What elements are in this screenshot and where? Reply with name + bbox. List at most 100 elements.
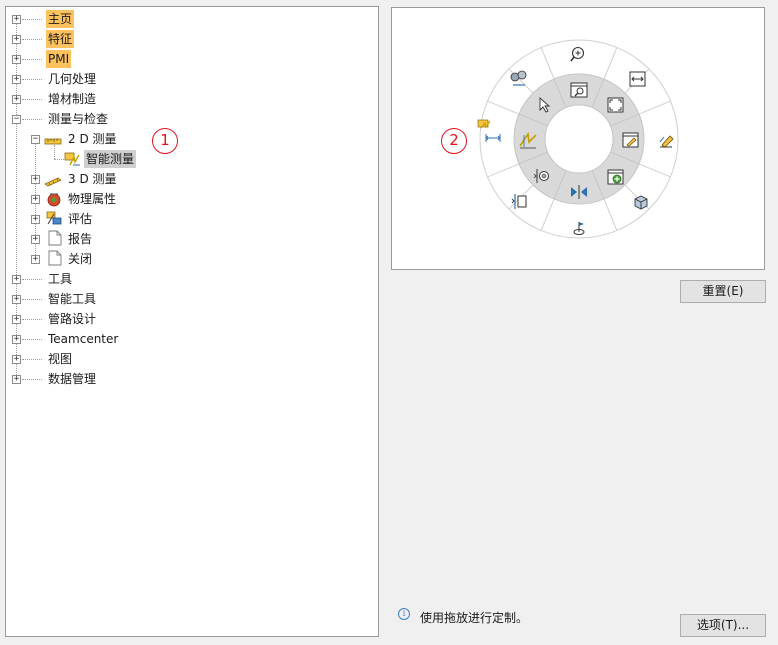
edit-view-icon[interactable] bbox=[622, 132, 639, 148]
expand-icon[interactable]: + bbox=[12, 374, 21, 384]
radial-menu[interactable] bbox=[392, 8, 764, 269]
expand-icon[interactable]: + bbox=[12, 274, 21, 284]
fit-view-icon[interactable] bbox=[607, 97, 624, 113]
radial-menu-preview[interactable] bbox=[391, 7, 765, 270]
options-button[interactable]: 选项(T)... bbox=[680, 614, 766, 637]
sketch-edit-icon[interactable] bbox=[659, 135, 674, 148]
expand-icon[interactable]: + bbox=[31, 234, 40, 244]
collapse-icon[interactable]: − bbox=[31, 134, 40, 144]
tree-connector bbox=[22, 319, 42, 320]
tree-item-label: 主页 bbox=[46, 10, 75, 28]
tree-item-additive[interactable]: + 增材制造 bbox=[6, 89, 376, 109]
expand-icon[interactable]: + bbox=[31, 174, 40, 184]
tree-item-label: 报告 bbox=[68, 232, 93, 246]
tree-item-label: 智能工具 bbox=[48, 292, 97, 306]
tree-item-label: 视图 bbox=[48, 352, 73, 366]
tree-connector bbox=[54, 159, 64, 160]
document-icon bbox=[48, 250, 62, 266]
reset-button[interactable]: 重置(E) bbox=[680, 280, 766, 303]
split-body-icon[interactable] bbox=[511, 194, 527, 209]
tree-item-label: 3 D 测量 bbox=[68, 172, 117, 186]
tree-item-physical[interactable]: + 物理属性 bbox=[6, 189, 376, 209]
tree-item-label: 评估 bbox=[68, 212, 93, 226]
ribbon-tree-panel[interactable]: + 主页 + 特征 + PMI + 几何处理 + 增材制造 − 测量与检查 − bbox=[5, 6, 379, 637]
frame-icon[interactable] bbox=[629, 71, 646, 87]
document-icon bbox=[48, 230, 62, 246]
tree-connector bbox=[22, 19, 42, 20]
select-arrow-icon[interactable] bbox=[539, 96, 551, 113]
smart-measure-icon bbox=[64, 152, 80, 166]
expand-icon[interactable]: + bbox=[12, 314, 21, 324]
tree-item-label: 管路设计 bbox=[48, 312, 97, 326]
tree-item-label: PMI bbox=[46, 50, 72, 68]
mass-properties-icon bbox=[47, 193, 61, 207]
tree-item-pmi[interactable]: + PMI bbox=[6, 49, 376, 69]
solid-box-icon[interactable] bbox=[634, 195, 648, 210]
tree-item-label: 2 D 测量 bbox=[68, 132, 117, 146]
tree-item-2d-measure[interactable]: − 2 D 测量 bbox=[6, 129, 376, 149]
expand-icon[interactable]: + bbox=[12, 294, 21, 304]
tree-item-routing[interactable]: + 管路设计 bbox=[6, 309, 376, 329]
tree-item-measure-inspect[interactable]: − 测量与检查 bbox=[6, 109, 376, 129]
datum-plane-icon[interactable] bbox=[573, 222, 585, 235]
expand-icon[interactable]: + bbox=[31, 194, 40, 204]
hint-text: 使用拖放进行定制。 bbox=[420, 611, 529, 625]
add-view-icon[interactable] bbox=[607, 169, 624, 185]
expand-icon[interactable]: + bbox=[31, 214, 40, 224]
tree-item-label: 特征 bbox=[46, 30, 75, 48]
smart-measure-icon[interactable] bbox=[519, 131, 537, 149]
tree-connector bbox=[54, 145, 55, 159]
mirror-icon[interactable] bbox=[571, 185, 587, 199]
tree-connector bbox=[22, 339, 42, 340]
tree-connector bbox=[22, 359, 42, 360]
tree-connector bbox=[22, 79, 42, 80]
tree-item-close[interactable]: + 关闭 bbox=[6, 249, 376, 269]
tree-connector bbox=[22, 99, 42, 100]
callout-2: 2 bbox=[441, 128, 467, 154]
tree-connector bbox=[22, 59, 42, 60]
expand-icon[interactable]: + bbox=[12, 14, 21, 24]
expand-icon[interactable]: + bbox=[31, 254, 40, 264]
tree-item-label: 增材制造 bbox=[48, 92, 97, 106]
dimension-icon[interactable] bbox=[477, 119, 501, 142]
tree-item-view[interactable]: + 视图 bbox=[6, 349, 376, 369]
tree-item-evaluate[interactable]: + 评估 bbox=[6, 209, 376, 229]
ruler-2d-icon bbox=[44, 138, 62, 145]
section-icon[interactable] bbox=[533, 169, 549, 183]
tree-item-data-management[interactable]: + 数据管理 bbox=[6, 369, 376, 389]
zoom-icon[interactable] bbox=[570, 46, 585, 62]
tree-item-label: 工具 bbox=[48, 272, 73, 286]
expand-icon[interactable]: + bbox=[12, 74, 21, 84]
expand-icon[interactable]: + bbox=[12, 54, 21, 64]
info-icon: i bbox=[398, 608, 410, 620]
tree-item-3d-measure[interactable]: + 3 D 测量 bbox=[6, 169, 376, 189]
collapse-icon[interactable]: − bbox=[12, 114, 21, 124]
tree-connector bbox=[16, 19, 17, 379]
tree-item-home[interactable]: + 主页 bbox=[6, 9, 376, 29]
tree-item-label: 几何处理 bbox=[48, 72, 97, 86]
expand-icon[interactable]: + bbox=[12, 94, 21, 104]
tree-connector bbox=[22, 119, 42, 120]
expand-icon[interactable]: + bbox=[12, 34, 21, 44]
tree-item-tools[interactable]: + 工具 bbox=[6, 269, 376, 289]
tree-item-geometry[interactable]: + 几何处理 bbox=[6, 69, 376, 89]
tree-item-smart-measure[interactable]: 智能测量 bbox=[6, 149, 376, 169]
tree-item-label: Teamcenter bbox=[48, 332, 119, 346]
tree-item-label: 数据管理 bbox=[48, 372, 97, 386]
tree-connector bbox=[22, 39, 42, 40]
expand-icon[interactable]: + bbox=[12, 354, 21, 364]
tree-item-label: 测量与检查 bbox=[48, 112, 109, 126]
expand-icon[interactable]: + bbox=[12, 334, 21, 344]
tree-connector bbox=[22, 299, 42, 300]
tree-item-smart-tools[interactable]: + 智能工具 bbox=[6, 289, 376, 309]
tree-connector bbox=[22, 279, 42, 280]
tree-item-label: 关闭 bbox=[68, 252, 93, 266]
tree-item-label: 智能测量 bbox=[84, 150, 137, 168]
window-zoom-icon[interactable] bbox=[570, 82, 588, 98]
tree-item-report[interactable]: + 报告 bbox=[6, 229, 376, 249]
tree-item-teamcenter[interactable]: + Teamcenter bbox=[6, 329, 376, 349]
callout-1: 1 bbox=[152, 128, 178, 154]
tree-item-label: 物理属性 bbox=[68, 192, 117, 206]
tree-item-features[interactable]: + 特征 bbox=[6, 29, 376, 49]
assembly-icon[interactable] bbox=[510, 70, 527, 86]
